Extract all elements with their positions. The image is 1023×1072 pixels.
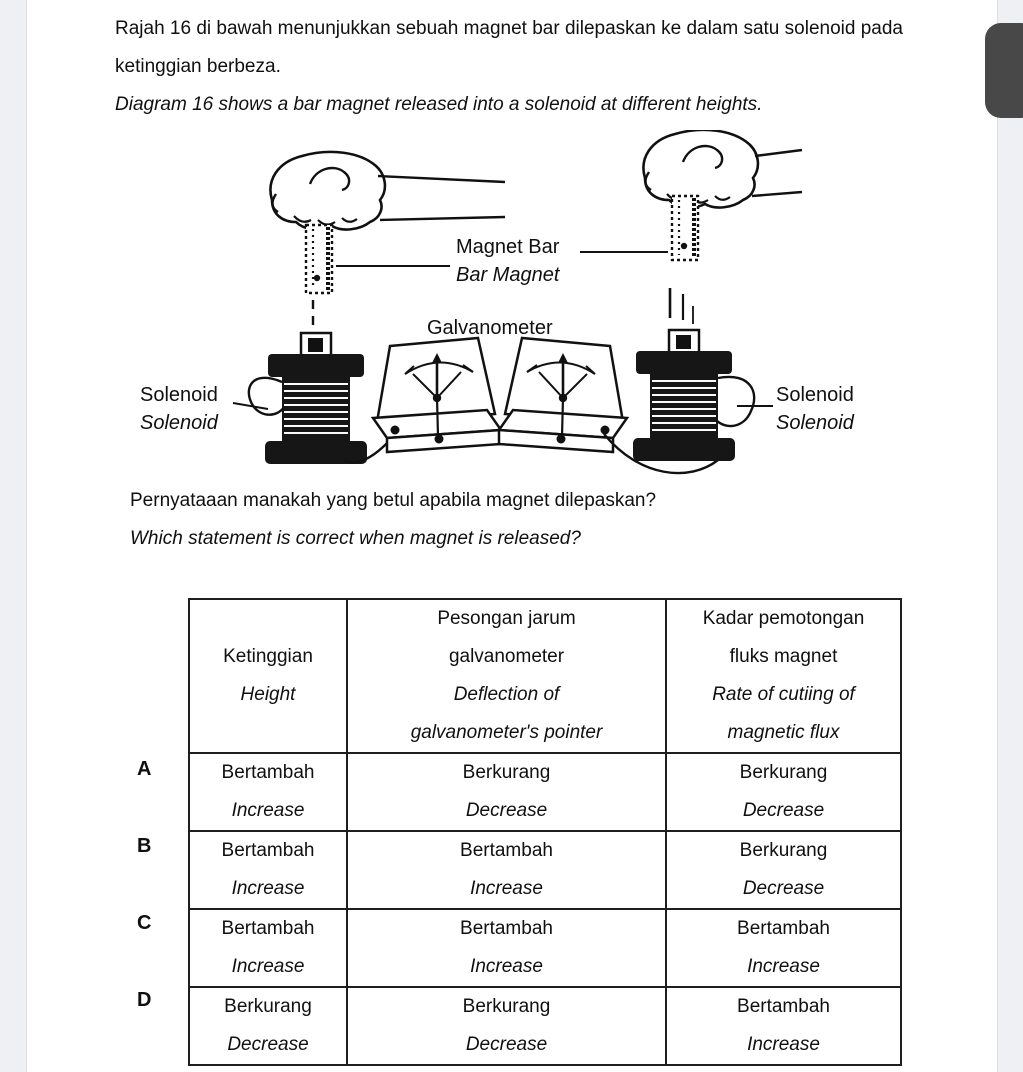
option-row-d[interactable]: Berkurang Decrease Berkurang Decrease Be… bbox=[188, 986, 902, 1066]
option-row-c[interactable]: Bertambah Increase Bertambah Increase Be… bbox=[188, 908, 902, 988]
header-line: Height bbox=[240, 684, 296, 705]
label-solenoid-right-english: Solenoid bbox=[776, 412, 854, 434]
cell-line-my: Berkurang bbox=[739, 840, 828, 861]
diagram-artwork bbox=[232, 130, 803, 475]
cell-line-my: Bertambah bbox=[737, 918, 830, 939]
cell-line-en: Increase bbox=[231, 956, 305, 977]
option-letter-b: B bbox=[137, 835, 152, 857]
intro-text-english: Diagram 16 shows a bar magnet released i… bbox=[115, 94, 763, 115]
table-cell: Bertambah Increase bbox=[346, 830, 667, 910]
cell-line-en: Decrease bbox=[227, 1034, 309, 1055]
cell-line-en: Decrease bbox=[465, 1034, 548, 1055]
table-cell: Bertambah Increase bbox=[665, 986, 902, 1066]
table-cell: Berkurang Decrease bbox=[346, 986, 667, 1066]
label-solenoid-left-malay: Solenoid bbox=[140, 384, 218, 406]
left-page-gutter bbox=[0, 0, 27, 1072]
label-solenoid-right: Solenoid Solenoid bbox=[776, 381, 854, 437]
label-solenoid-left-english: Solenoid bbox=[140, 412, 218, 434]
cell-line-my: Bertambah bbox=[460, 918, 553, 939]
header-line: Deflection of bbox=[453, 684, 560, 705]
header-line: Ketinggian bbox=[223, 646, 313, 667]
header-line: galvanometer's pointer bbox=[410, 722, 603, 743]
scrollbar-thumb[interactable] bbox=[985, 23, 1023, 118]
cell-line-en: Decrease bbox=[465, 800, 548, 821]
cell-line-my: Bertambah bbox=[460, 840, 553, 861]
header-line: Pesongan jarum bbox=[437, 608, 576, 629]
options-table: Ketinggian Height Pesongan jarum galvano… bbox=[188, 598, 902, 1066]
cell-line-en: Decrease bbox=[742, 878, 825, 899]
option-row-a[interactable]: Bertambah Increase Berkurang Decrease Be… bbox=[188, 752, 902, 832]
header-line: Rate of cutiing of bbox=[712, 684, 855, 705]
label-galvanometer: Galvanometer bbox=[427, 317, 553, 339]
label-magnet-bar-malay: Magnet Bar bbox=[456, 236, 560, 258]
table-cell: Berkurang Decrease bbox=[188, 986, 348, 1066]
header-line: fluks magnet bbox=[729, 646, 838, 667]
cell-line-my: Berkurang bbox=[462, 762, 551, 783]
question-text-malay: Pernyataaan manakah yang betul apabila m… bbox=[130, 490, 657, 511]
cell-line-en: Increase bbox=[747, 956, 820, 977]
cell-line-my: Bertambah bbox=[221, 918, 315, 939]
header-line: galvanometer bbox=[448, 646, 565, 667]
label-magnet-bar: Magnet Bar Bar Magnet bbox=[456, 233, 559, 289]
table-cell: Berkurang Decrease bbox=[665, 830, 902, 910]
header-height: Ketinggian Height bbox=[188, 598, 348, 754]
label-magnet-bar-english: Bar Magnet bbox=[456, 264, 560, 286]
cell-line-my: Bertambah bbox=[221, 840, 315, 861]
header-line: Kadar pemotongan bbox=[702, 608, 865, 629]
table-cell: Berkurang Decrease bbox=[346, 752, 667, 832]
cell-line-en: Increase bbox=[747, 1034, 820, 1055]
cell-line-en: Increase bbox=[231, 878, 305, 899]
table-cell: Bertambah Increase bbox=[188, 830, 348, 910]
table-header-row: Ketinggian Height Pesongan jarum galvano… bbox=[188, 598, 902, 754]
table-cell: Berkurang Decrease bbox=[665, 752, 902, 832]
question-intro: Rajah 16 di bawah menunjukkan sebuah mag… bbox=[115, 10, 933, 124]
cell-line-my: Berkurang bbox=[739, 762, 828, 783]
header-flux-rate: Kadar pemotongan fluks magnet Rate of cu… bbox=[665, 598, 902, 754]
right-scrollbar-track[interactable] bbox=[997, 0, 1023, 1072]
cell-line-my: Berkurang bbox=[462, 996, 551, 1017]
label-solenoid-right-malay: Solenoid bbox=[776, 384, 854, 406]
label-solenoid-left: Solenoid Solenoid bbox=[140, 381, 218, 437]
table-cell: Bertambah Increase bbox=[188, 752, 348, 832]
cell-line-my: Bertambah bbox=[221, 762, 315, 783]
option-letter-a: A bbox=[137, 758, 152, 780]
option-letter-d: D bbox=[137, 989, 152, 1011]
table-cell: Bertambah Increase bbox=[665, 908, 902, 988]
intro-text-malay: Rajah 16 di bawah menunjukkan sebuah mag… bbox=[115, 18, 903, 77]
question-text-english: Which statement is correct when magnet i… bbox=[130, 528, 581, 549]
diagram-16: Magnet Bar Bar Magnet Galvanometer Solen… bbox=[0, 130, 1023, 486]
table-cell: Bertambah Increase bbox=[188, 908, 348, 988]
cell-line-en: Increase bbox=[231, 800, 305, 821]
option-letter-c: C bbox=[137, 912, 152, 934]
table-cell: Bertambah Increase bbox=[346, 908, 667, 988]
cell-line-en: Decrease bbox=[742, 800, 825, 821]
question-text: Pernyataaan manakah yang betul apabila m… bbox=[130, 482, 890, 558]
header-deflection: Pesongan jarum galvanometer Deflection o… bbox=[346, 598, 667, 754]
cell-line-en: Increase bbox=[470, 956, 543, 977]
cell-line-my: Bertambah bbox=[737, 996, 830, 1017]
cell-line-my: Berkurang bbox=[224, 996, 312, 1017]
header-line: magnetic flux bbox=[727, 722, 840, 743]
answer-options-block: A B C D Ketinggian Height Pesongan jarum… bbox=[137, 598, 902, 1066]
cell-line-en: Increase bbox=[470, 878, 543, 899]
option-row-b[interactable]: Bertambah Increase Bertambah Increase Be… bbox=[188, 830, 902, 910]
